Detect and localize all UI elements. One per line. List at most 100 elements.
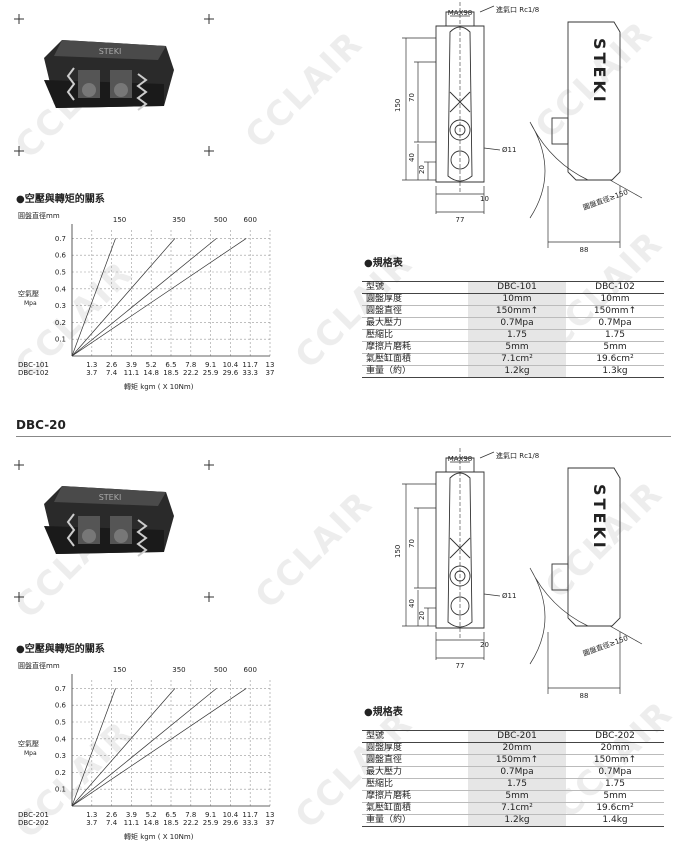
x-tick-label: 29.6 — [223, 369, 239, 377]
series-line — [71, 238, 217, 357]
disc-diameter-label: 圓盤直徑≥150 — [582, 633, 629, 658]
max-label: MAX98 — [448, 455, 473, 463]
x-tick-label: 29.6 — [223, 819, 239, 827]
disc-diameter-label: 圓盤直徑≥150 — [582, 187, 629, 212]
side-view-outline — [567, 21, 621, 181]
x-tick-label: 11.1 — [124, 819, 140, 827]
dim-88: 88 — [580, 246, 589, 254]
spec-value: DBC-201 — [468, 730, 566, 743]
x-tick-label: 3.7 — [86, 819, 97, 827]
series-line — [71, 688, 247, 807]
dim-10: 10 — [480, 195, 489, 203]
spec-value: 5mm — [603, 791, 627, 801]
x-tick-label: 25.9 — [203, 819, 219, 827]
y-tick-label: 0.2 — [55, 769, 66, 777]
spec-value: 0.7Mpa — [468, 766, 566, 779]
dim-150: 150 — [394, 99, 402, 112]
spec-value: 1.2kg — [468, 814, 566, 827]
x-tick-label: 7.8 — [185, 361, 196, 369]
x-tick-label: 13 — [266, 811, 275, 819]
spec-value: 10mm — [600, 294, 630, 304]
x-tick-label: 14.8 — [143, 369, 159, 377]
x-tick-label: 11.7 — [242, 361, 258, 369]
y-tick-label: 0.2 — [55, 319, 66, 327]
dim-40: 40 — [408, 153, 416, 162]
drawing-line — [609, 625, 643, 645]
spec-value: 150mm↑ — [468, 754, 566, 767]
x-tick-label: 1.3 — [86, 811, 97, 819]
x-tick-label: 14.8 — [143, 819, 159, 827]
spec-label: 型號 — [366, 282, 385, 292]
x-tick-label: 3.9 — [126, 811, 137, 819]
spec-label: 摩擦片磨耗 — [366, 342, 412, 352]
dim-20: 20 — [418, 611, 426, 620]
drawing-line — [483, 593, 501, 597]
x-tick-label: 3.7 — [86, 369, 97, 377]
series-line — [71, 688, 116, 807]
drawing-line — [479, 451, 495, 459]
dim-77: 77 — [456, 216, 465, 224]
x-tick-label: 6.5 — [165, 361, 176, 369]
spec-value: 1.75 — [604, 779, 626, 789]
y-tick-label: 0.6 — [55, 702, 67, 710]
spec-value: 1.75 — [604, 330, 626, 340]
spec-value: 1.2kg — [468, 365, 566, 378]
y-axis-unit: Mpa — [24, 300, 37, 307]
cylinder-outline — [447, 26, 473, 182]
spec-value: 5mm — [603, 342, 627, 352]
x-tick-label: 11.7 — [242, 811, 258, 819]
cylinder-outline — [447, 472, 473, 628]
port-label: 進氣口 Rc1/8 — [496, 451, 539, 460]
y-tick-label: 0.5 — [55, 719, 66, 727]
side-bolt — [551, 117, 569, 145]
x-row-model: DBC-102 — [18, 369, 49, 377]
disc-brake-image: STEKI — [44, 486, 174, 557]
spec-row: 圓盤厚度 10mm 10mm — [362, 293, 664, 306]
chart-title: ●空壓與轉矩的關系 — [16, 194, 105, 205]
series-title: DBC-20 — [16, 418, 66, 432]
dim-70: 70 — [408, 539, 416, 548]
spec-value: 150mm↑ — [468, 305, 566, 318]
disc-brake-image: STEKI — [44, 40, 174, 111]
spec-label: 圓盤直徑 — [366, 755, 403, 765]
spec-label: 最大壓力 — [366, 767, 403, 777]
spec-value: DBC-202 — [595, 731, 635, 741]
pad-circle — [450, 150, 470, 170]
spec-value: 5mm — [468, 790, 566, 803]
port-label: 進氣口 Rc1/8 — [496, 5, 539, 14]
x-tick-label: 3.9 — [126, 361, 137, 369]
drawing-line — [479, 5, 495, 13]
x-tick-label: 22.2 — [183, 369, 199, 377]
x-row-model: DBC-101 — [18, 361, 49, 369]
spec-value: 10mm — [468, 293, 566, 306]
dim-77: 77 — [456, 662, 465, 670]
y-tick-label: 0.5 — [55, 269, 66, 277]
y-tick-label: 0.4 — [55, 285, 67, 293]
x-tick-label: 7.8 — [185, 811, 196, 819]
spec-label: 壓縮比 — [366, 779, 394, 789]
spec-label: 圓盤厚度 — [366, 294, 403, 304]
dim-70: 70 — [408, 93, 416, 102]
front-view-outline — [435, 471, 485, 629]
spec-title: ●規格表 — [364, 258, 403, 269]
spec-value: 0.7Mpa — [468, 317, 566, 330]
y-tick-label: 0.3 — [55, 302, 66, 310]
spec-value: 1.3kg — [602, 366, 628, 376]
series-label: 350 — [172, 216, 185, 224]
disc-arc — [529, 567, 589, 665]
drawing-line — [483, 147, 501, 151]
series-line — [71, 238, 176, 357]
y-tick-label: 0.7 — [55, 685, 66, 693]
x-tick-label: 37 — [266, 369, 275, 377]
series-label: 350 — [172, 666, 185, 674]
